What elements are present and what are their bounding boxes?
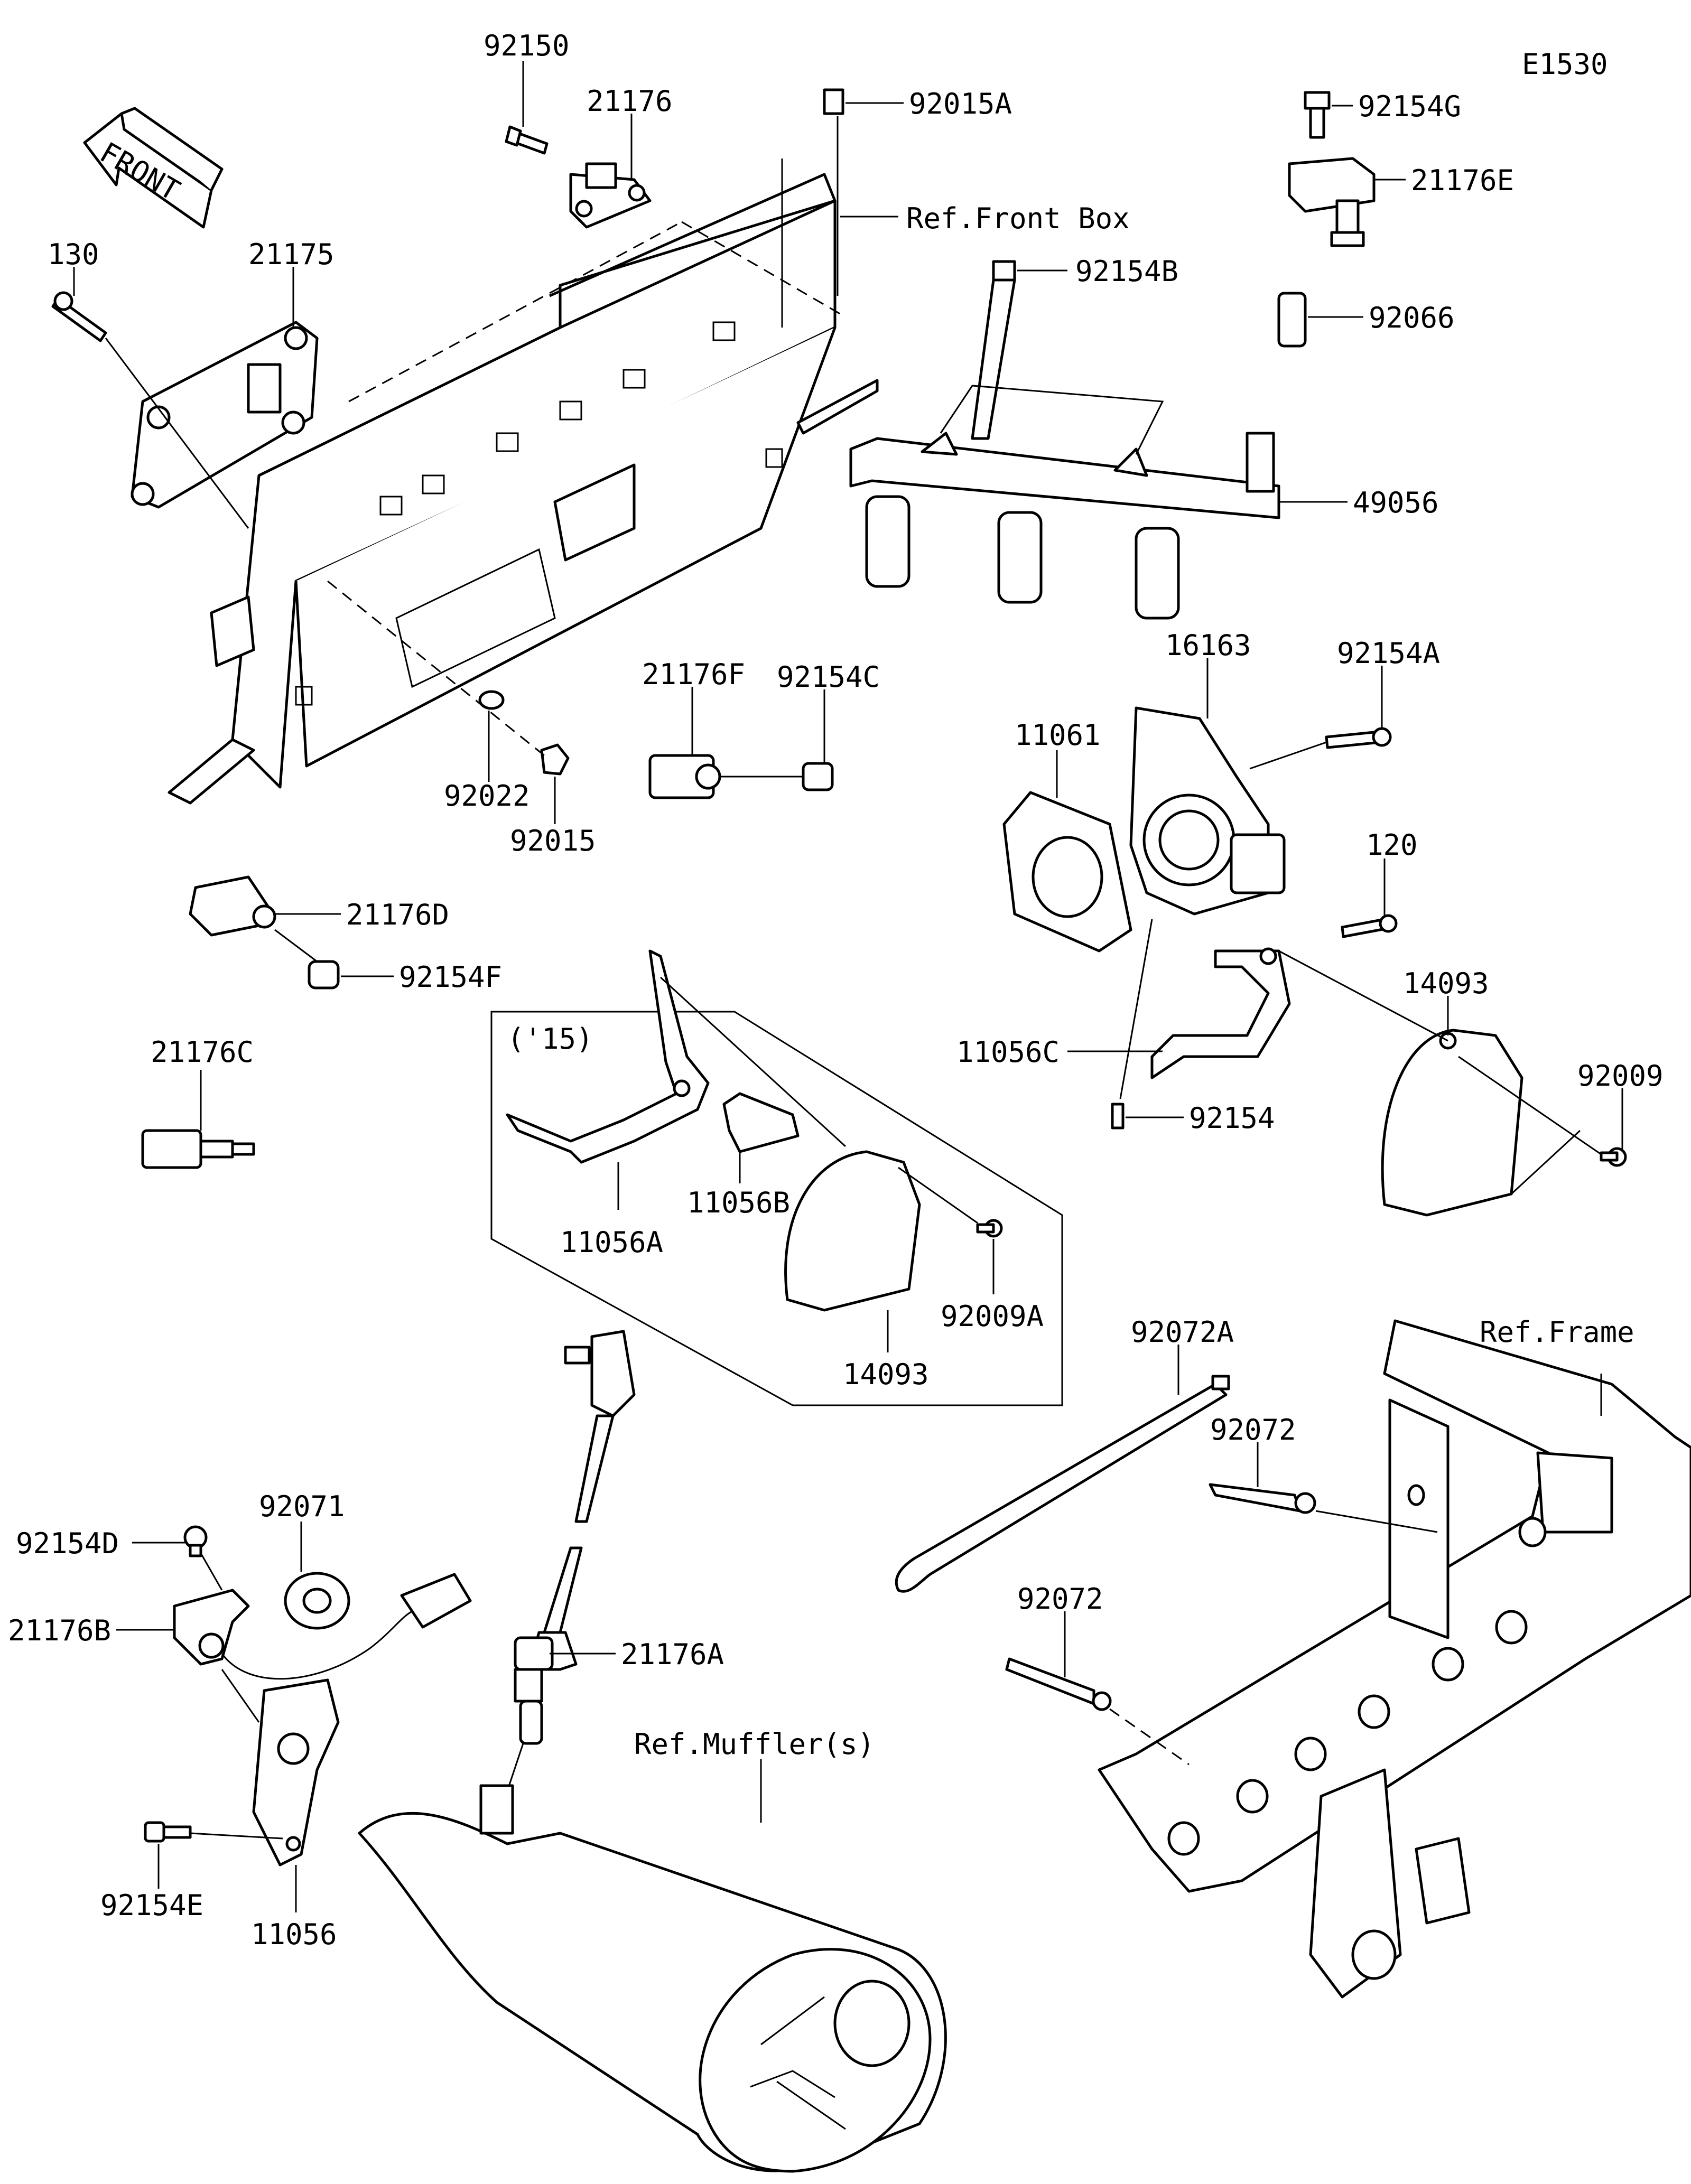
injector-3	[1135, 527, 1180, 620]
label-16163: 16163	[1165, 629, 1251, 662]
ref-muffler: Ref.Muffler(s)	[634, 1728, 875, 1761]
label-21176C: 21176C	[151, 1035, 254, 1069]
front-box-panel	[168, 173, 879, 805]
label-92022: 92022	[444, 779, 530, 813]
inset-2015: ('15) 11056A 11056B 14093 92009A	[490, 949, 1063, 1406]
clip-92072-lower	[1005, 1657, 1112, 1711]
label-120: 120	[1366, 828, 1418, 862]
ecu-21175	[131, 321, 319, 509]
label-92154E: 92154E	[100, 1889, 203, 1922]
label-92015A: 92015A	[909, 87, 1012, 120]
label-11056C: 11056C	[956, 1035, 1060, 1069]
label-11056B: 11056B	[687, 1186, 790, 1219]
nut-92015	[540, 743, 570, 776]
ref-front-box: Ref.Front Box	[906, 202, 1130, 235]
frame	[1098, 1319, 1691, 1999]
label-92150: 92150	[484, 29, 570, 62]
screw-92009A	[976, 1219, 1003, 1238]
muffler	[358, 1784, 947, 2173]
injector-1	[865, 495, 910, 588]
bolt-92154G	[1304, 91, 1331, 139]
label-92072-lower: 92072	[1017, 1582, 1103, 1616]
label-21175: 21175	[248, 238, 335, 271]
grommet-92071	[284, 1572, 350, 1630]
label-21176: 21176	[587, 85, 673, 118]
clip-92015A	[823, 88, 844, 115]
bracket-11056	[252, 1678, 340, 1866]
bolt-120	[1341, 914, 1398, 938]
inset-year-label: ('15)	[507, 1022, 593, 1056]
label-11061: 11061	[1015, 718, 1101, 752]
label-92015: 92015	[510, 824, 596, 857]
label-14093-right: 14093	[1403, 967, 1489, 1000]
label-14093-inset: 14093	[843, 1358, 929, 1391]
label-21176A: 21176A	[621, 1638, 724, 1671]
bolt-92154	[1111, 1103, 1125, 1130]
front-box-slots	[295, 321, 783, 706]
label-92154A: 92154A	[1337, 637, 1440, 670]
label-92009A: 92009A	[941, 1300, 1044, 1333]
washer-92022	[478, 690, 505, 710]
label-92154B: 92154B	[1075, 255, 1178, 288]
frame-holes	[1167, 1484, 1547, 1980]
label-21176D: 21176D	[346, 898, 449, 931]
label-11056: 11056	[251, 1918, 337, 1951]
o2-sensor-21176A	[514, 1330, 636, 1745]
sensor-21176D	[189, 875, 276, 937]
bolt-92154C	[802, 762, 834, 791]
label-49056: 49056	[1353, 486, 1439, 519]
sensor-21176B	[173, 1573, 472, 1680]
sensor-21176F	[648, 754, 721, 799]
fuel-rail-49056	[849, 432, 1280, 620]
label-130: 130	[48, 238, 99, 271]
cover-14093-inset	[784, 1150, 921, 1312]
screw-92009	[1600, 1147, 1627, 1167]
label-92154G: 92154G	[1358, 90, 1461, 123]
clip-92072-upper	[1209, 1483, 1316, 1514]
label-92072A: 92072A	[1131, 1315, 1234, 1349]
gasket-11061	[1002, 791, 1132, 953]
injector-2	[997, 511, 1043, 604]
cable-tie-92072A	[895, 1375, 1230, 1593]
label-92071: 92071	[259, 1490, 345, 1523]
ref-frame: Ref.Frame	[1480, 1315, 1634, 1349]
label-11056A: 11056A	[560, 1226, 663, 1259]
plug-92066	[1277, 292, 1307, 348]
throttle-body-16163	[1129, 706, 1286, 916]
bracket-11056C	[1150, 947, 1291, 1079]
sensor-21176C	[141, 1129, 255, 1169]
bolt-92150	[505, 125, 549, 155]
bolt-92154A	[1325, 727, 1392, 749]
diagram-code: E1530	[1522, 48, 1608, 81]
label-21176F: 21176F	[642, 658, 745, 691]
cover-14093-right	[1381, 1029, 1523, 1217]
label-21176B: 21176B	[8, 1614, 111, 1647]
label-92009: 92009	[1577, 1059, 1664, 1093]
bolt-130	[51, 291, 107, 342]
bolt-92154E	[144, 1821, 192, 1843]
label-21176E: 21176E	[1411, 164, 1514, 197]
label-92154C: 92154C	[777, 660, 880, 694]
bolt-92154B	[971, 260, 1016, 440]
label-92154D: 92154D	[16, 1527, 119, 1560]
bolt-92154F	[308, 960, 340, 990]
label-92154F: 92154F	[399, 960, 502, 994]
map-sensor-21176	[569, 162, 652, 229]
bolt-92154D	[183, 1525, 208, 1557]
label-92066: 92066	[1369, 301, 1455, 334]
bracket-11056A	[506, 949, 710, 1164]
label-92154: 92154	[1189, 1102, 1275, 1135]
front-arrow-icon: FRONT	[83, 107, 224, 229]
label-92072-upper: 92072	[1210, 1413, 1296, 1446]
sensor-21176E	[1288, 157, 1376, 247]
bracket-11056B	[722, 1092, 800, 1153]
